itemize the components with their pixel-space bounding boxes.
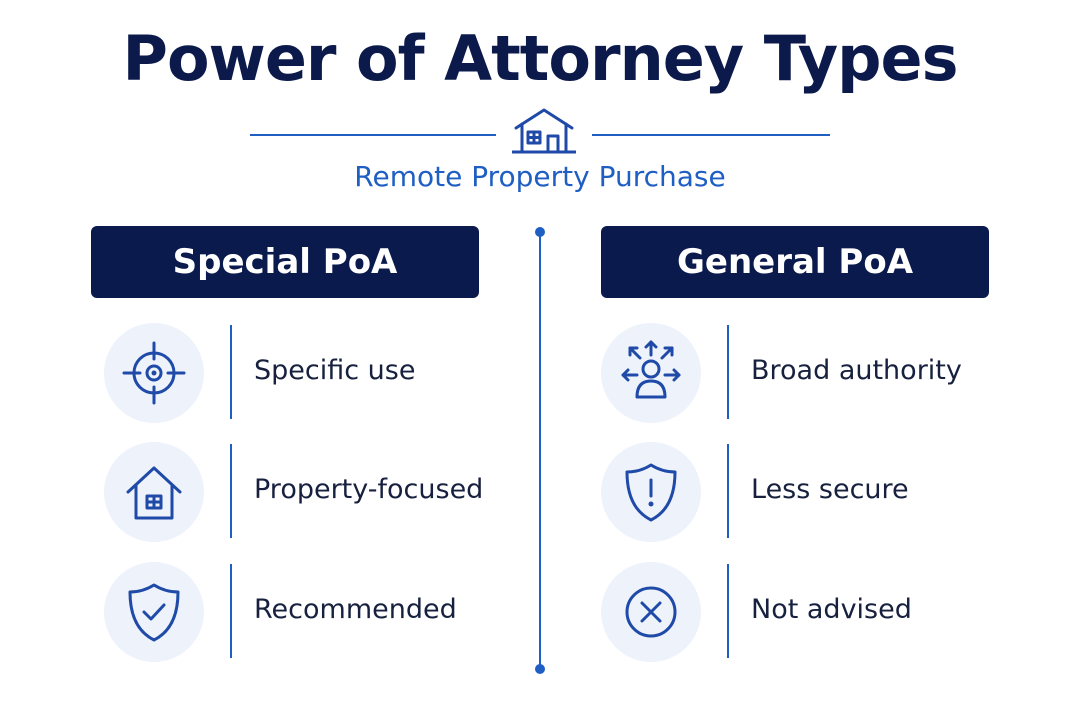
general-poa-header: General PoA bbox=[601, 226, 989, 298]
shield-check-icon bbox=[128, 583, 180, 642]
item-label-less-secure: Less secure bbox=[751, 474, 909, 505]
item-label-specific-use: Specific use bbox=[254, 355, 416, 386]
target-icon bbox=[122, 341, 186, 405]
item-separator bbox=[230, 564, 232, 658]
title-rule-right bbox=[592, 134, 830, 136]
item-separator bbox=[727, 325, 729, 419]
item-label-recommended: Recommended bbox=[254, 594, 457, 625]
x-circle-icon bbox=[625, 586, 677, 638]
divider-dot-bottom bbox=[535, 664, 545, 674]
shield-alert-icon bbox=[625, 463, 677, 522]
page-title: Power of Attorney Types bbox=[122, 22, 959, 95]
icon-circle bbox=[104, 442, 204, 542]
house-icon bbox=[510, 106, 578, 156]
icon-circle bbox=[601, 562, 701, 662]
item-separator bbox=[230, 325, 232, 419]
item-label-broad-authority: Broad authority bbox=[751, 355, 962, 386]
icon-circle bbox=[601, 323, 701, 423]
special-poa-header: Special PoA bbox=[91, 226, 479, 298]
icon-circle bbox=[104, 323, 204, 423]
house-icon bbox=[126, 466, 182, 520]
subtitle: Remote Property Purchase bbox=[354, 160, 726, 193]
title-rule-left bbox=[250, 134, 496, 136]
icon-circle bbox=[104, 562, 204, 662]
icon-circle bbox=[601, 442, 701, 542]
item-label-not-advised: Not advised bbox=[751, 594, 912, 625]
item-label-property-focused: Property-focused bbox=[254, 474, 484, 505]
divider-dot-top bbox=[535, 227, 545, 237]
person-arrows-icon bbox=[621, 340, 681, 399]
item-separator bbox=[727, 564, 729, 658]
center-divider bbox=[539, 232, 541, 670]
item-separator bbox=[727, 444, 729, 538]
item-separator bbox=[230, 444, 232, 538]
